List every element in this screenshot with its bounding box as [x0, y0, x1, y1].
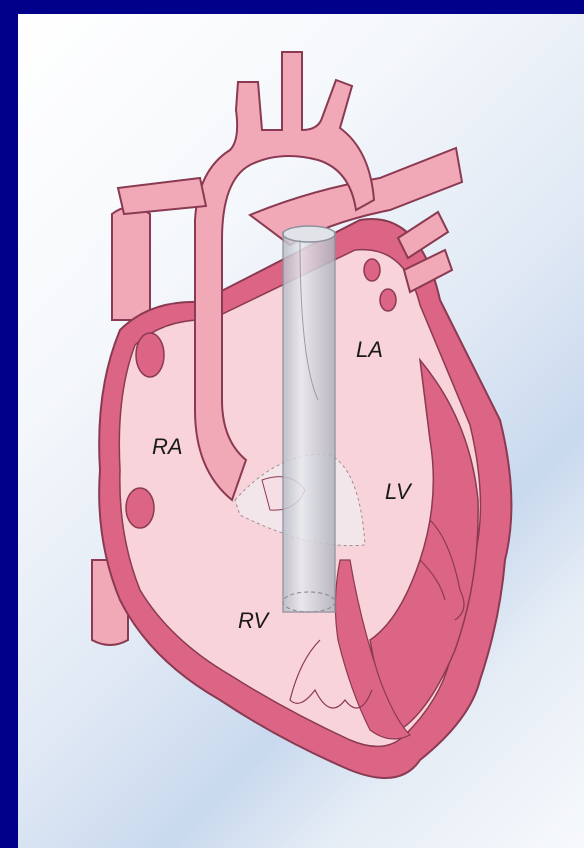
label-lv: LV	[385, 479, 413, 504]
label-rv: RV	[238, 608, 270, 633]
label-ra: RA	[152, 434, 183, 459]
label-la: LA	[356, 337, 383, 362]
right-atrium-bulge-bottom	[126, 488, 154, 528]
right-atrium-bulge-top	[136, 333, 164, 377]
